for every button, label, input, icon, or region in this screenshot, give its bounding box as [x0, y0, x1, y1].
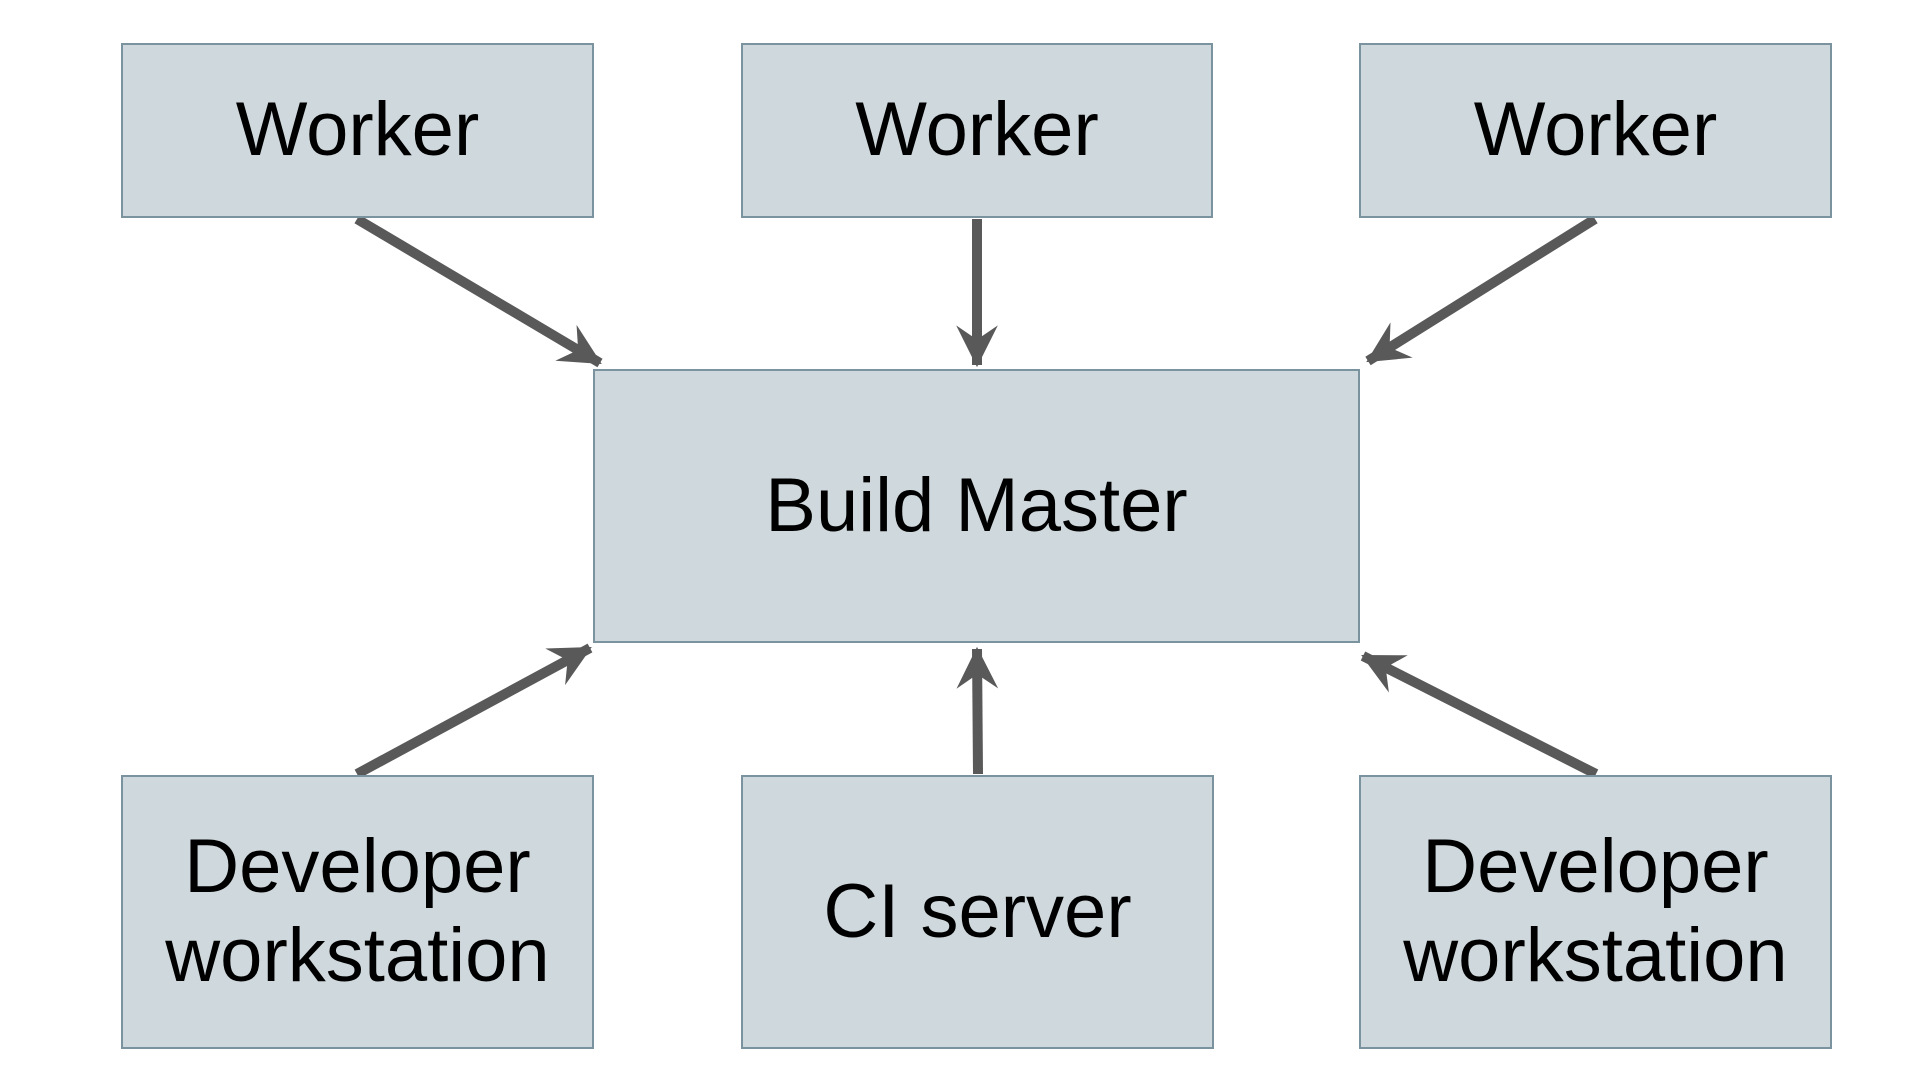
edge-worker1-to-build_master — [354, 214, 603, 368]
node-worker-2-label: Worker — [855, 87, 1099, 173]
edge-ci_server-to-build_master — [956, 646, 999, 775]
node-worker-1: Worker — [121, 43, 594, 218]
node-worker-3: Worker — [1359, 43, 1832, 218]
node-build-master: Build Master — [593, 369, 1360, 643]
node-developer-workstation-left-label: Developer workstation — [165, 824, 550, 998]
edge-worker3-to-build_master — [1365, 214, 1598, 366]
edge-dev_workstation_left-to-build_master — [354, 643, 593, 779]
node-worker-3-label: Worker — [1473, 87, 1718, 173]
node-developer-workstation-right-label: Developer workstation — [1403, 824, 1788, 998]
node-ci-server-label: CI server — [823, 868, 1132, 954]
edge-dev_workstation_right-to-build_master — [1360, 651, 1599, 779]
node-ci-server: CI server — [741, 775, 1214, 1049]
edges-group — [354, 214, 1599, 779]
node-worker-2: Worker — [741, 43, 1213, 218]
node-developer-workstation-left: Developer workstation — [121, 775, 594, 1049]
node-developer-workstation-right: Developer workstation — [1359, 775, 1832, 1049]
node-build-master-label: Build Master — [765, 462, 1188, 548]
node-worker-1-label: Worker — [235, 87, 480, 173]
